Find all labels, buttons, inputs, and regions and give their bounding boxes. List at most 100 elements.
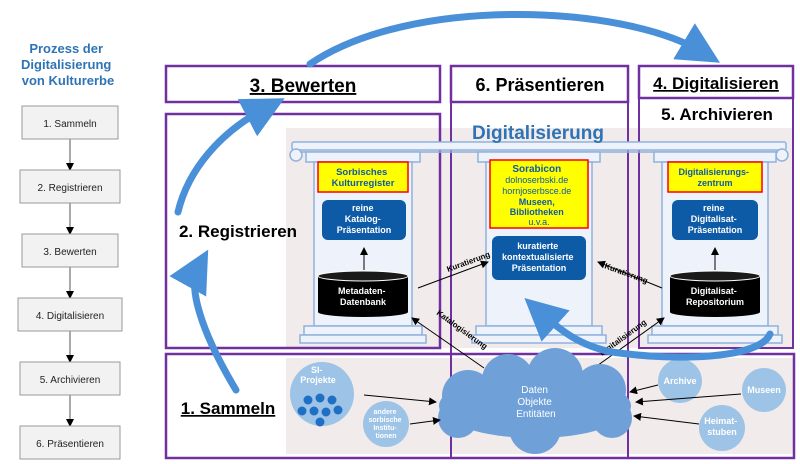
katalogisierung-arrow (411, 317, 485, 369)
digitalisat-praesentation-box[interactable]: reine Digitalisat- Präsentation (672, 200, 758, 240)
cloud-line: Entitäten (516, 409, 555, 420)
stage-bewerten[interactable]: 3. Bewerten (164, 64, 442, 104)
source-arrow (409, 416, 441, 425)
si-projekte-dots-icon (297, 393, 343, 427)
box-line: reine (352, 203, 374, 213)
node-line: Institu- (373, 425, 397, 432)
pillar-left-header[interactable]: Sorbisches Kulturregister (317, 161, 409, 193)
metadaten-datenbank-icon[interactable]: Metadaten- Datenbank (317, 270, 409, 317)
sidebar-step[interactable]: 5. Archivieren (19, 361, 121, 396)
kuratierte-praesentation-box[interactable]: kuratierte kontextualisierte Präsentatio… (492, 236, 586, 280)
header-line: u.v.a. (528, 217, 549, 227)
digitalisierung-banner: Digitalisierung (472, 123, 604, 144)
db-line: Metadaten- (338, 286, 386, 296)
box-line: Präsentation (337, 225, 392, 235)
stage-sammeln-frame (164, 352, 796, 460)
svg-text:SI- Projekte: SI- Projekte (300, 365, 336, 385)
header-line: Bibliotheken (510, 207, 564, 217)
museen-node[interactable]: Museen (742, 368, 786, 412)
sidebar-title-line: Prozess der (29, 41, 103, 56)
sidebar-title-line: von Kulturerbe (22, 73, 114, 88)
node-line: Projekte (300, 375, 336, 385)
digitalisierung-flow-arrow (593, 317, 665, 369)
sidebar-step-label: 5. Archivieren (40, 375, 101, 386)
svg-text:Metadaten- Datenbank: Metadaten- Datenbank (338, 286, 388, 307)
svg-text:Heimat- stuben: Heimat- stuben (704, 416, 740, 437)
stage-bewerten-label: 3. Bewerten (250, 76, 357, 97)
process-arrow-digitalisieren-praesentieren (524, 297, 774, 361)
sidebar-step-label: 3. Bewerten (43, 247, 96, 258)
box-line: Präsentation (688, 225, 743, 235)
svg-text:Daten Objekte Enti: Daten Objekte Entitäten (516, 385, 555, 420)
sidebar-step[interactable]: 3. Bewerten (21, 233, 119, 268)
stage-digitalisieren-label: 4. Digitalisieren (653, 74, 779, 93)
sidebar-title-line: Digitalisierung (21, 57, 111, 72)
cloud-line: Objekte (517, 397, 552, 408)
box-line: reine (703, 203, 725, 213)
pillar-left-header-line: Kulturregister (332, 178, 395, 189)
si-projekte-node[interactable]: SI- Projekte (290, 362, 354, 427)
header-line: dolnoserbski.de (505, 175, 568, 185)
process-arrow-sammeln-registrieren (169, 249, 240, 394)
source-arrow (635, 393, 742, 406)
box-line: kuratierte (517, 241, 558, 251)
svg-text:Sorabicon dolnoserbski.d: Sorabicon dolnoserbski.de hornjoserbsce.… (502, 159, 576, 227)
header-line: Sorabicon (512, 164, 561, 175)
stage-sammeln-label: 1. Sammeln (181, 399, 276, 418)
pillar-center-header[interactable]: Sorabicon dolnoserbski.de hornjoserbsce.… (489, 159, 589, 229)
source-arrow (363, 394, 437, 406)
cloud-line: Daten (521, 385, 548, 396)
svg-text:kuratierte kontextualisi: kuratierte kontextualisierte Präsentatio… (502, 241, 576, 273)
header-line: Museen, (519, 197, 555, 207)
box-line: Präsentation (512, 263, 567, 273)
node-line: tionen (376, 433, 397, 440)
svg-text:Digitalisierungs- zentru: Digitalisierungs- zentrum (678, 167, 751, 188)
stage-digitalisieren-frame (638, 97, 794, 349)
digitalisat-repositorium-icon[interactable]: Digitalisat- Repositorium (669, 270, 761, 317)
sidebar-step-label: 4. Digitalisieren (36, 311, 104, 322)
museen-label: Museen (747, 385, 781, 395)
sidebar-step[interactable]: 6. Präsentieren (19, 425, 121, 460)
box-line: kontextualisierte (502, 252, 574, 262)
node-line: andere (374, 409, 397, 416)
archive-node[interactable]: Archive (658, 359, 702, 403)
stage-registrieren-frame (164, 112, 442, 350)
daten-cloud-icon[interactable]: Daten Objekte Entitäten (438, 348, 632, 454)
svg-text:andere sorbische I: andere sorbische Institu- tionen (368, 409, 403, 440)
sidebar-step-label: 2. Registrieren (37, 183, 102, 194)
svg-text:reine Katalog- Prä: reine Katalog- Präsentation (337, 203, 392, 235)
header-line: hornjoserbsce.de (502, 186, 571, 196)
db-line: Repositorium (686, 297, 744, 307)
heimatstuben-node[interactable]: Heimat- stuben (699, 405, 745, 451)
box-line: Katalog- (345, 214, 381, 224)
node-line: Heimat- (704, 416, 737, 426)
node-line: sorbische (368, 417, 401, 424)
sidebar-step[interactable]: 1. Sammeln (21, 105, 119, 140)
node-line: stuben (707, 427, 737, 437)
sidebar-step[interactable]: 2. Registrieren (19, 169, 121, 204)
katalog-praesentation-box[interactable]: reine Katalog- Präsentation (322, 200, 406, 240)
source-arrow (629, 384, 659, 395)
stage-praesentieren-label: 6. Präsentieren (475, 75, 604, 95)
kuratierung-left-arrow (417, 260, 489, 289)
pillar-right-header[interactable]: Digitalisierungs- zentrum (667, 161, 763, 193)
header-line: Digitalisierungs- (678, 167, 749, 177)
stage-archivieren-label: 5. Archivieren (661, 105, 773, 124)
stage-registrieren-label: 2. Registrieren (179, 222, 297, 241)
node-line: SI- (311, 365, 323, 375)
sidebar-step[interactable]: 4. Digitalisieren (17, 297, 123, 332)
sidebar-title: Prozess der Digitalisierung von Kulturer… (21, 41, 115, 88)
sidebar-step-label: 1. Sammeln (43, 119, 96, 130)
kuratierung-right-arrow (597, 260, 663, 289)
stage-digitalisieren[interactable]: 4. Digitalisieren (637, 64, 795, 100)
archive-label: Archive (663, 376, 696, 386)
sidebar-step-label: 6. Präsentieren (36, 439, 104, 450)
db-line: Digitalisat- (691, 286, 737, 296)
svg-text:Digitalisat- Repositoriu: Digitalisat- Repositorium (686, 286, 744, 307)
header-line: zentrum (697, 178, 732, 188)
andere-institutionen-node[interactable]: andere sorbische Institu- tionen (363, 401, 409, 447)
pillar-left-header-line: Sorbisches (336, 167, 387, 178)
sidebar: Prozess der Digitalisierung von Kulturer… (17, 41, 123, 460)
stage-praesentieren[interactable]: 6. Präsentieren (449, 64, 630, 104)
